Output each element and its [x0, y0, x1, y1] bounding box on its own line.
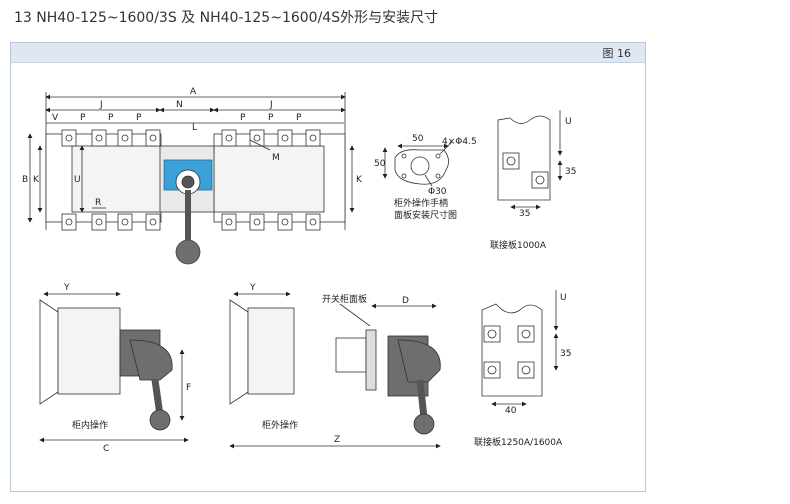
- dim-label-N: N: [176, 100, 183, 110]
- dim-label-P2: P: [108, 113, 114, 123]
- dim-label-U-1250: U: [560, 293, 567, 303]
- side-view-outer: [229, 291, 441, 449]
- busbar-1250-labels: U 35 40 联接板1250A/1600A: [474, 293, 571, 448]
- side-outer-caption: 柜外操作: [262, 419, 298, 431]
- dim-label-35-v-1000: 35: [565, 167, 576, 177]
- dim-label-40-1250: 40: [505, 406, 517, 416]
- handle-panel-labels: 50 50 4×Φ4.5 Φ30 柜外操作手柄 面板安装尺寸图: [374, 134, 477, 221]
- panel-label: 开关柜面板: [322, 293, 367, 305]
- busbar-1000-view: [497, 110, 563, 210]
- dim-label-K-left: K: [33, 175, 40, 185]
- handle-panel-caption-1: 柜外操作手柄: [394, 197, 448, 209]
- side-inner-caption: 柜内操作: [72, 419, 108, 431]
- busbar-1250-view: [481, 290, 559, 407]
- dim-label-J-left: J: [99, 100, 103, 110]
- dim-label-Z: Z: [334, 435, 340, 445]
- dim-label-L: L: [192, 123, 197, 133]
- dim-label-D: D: [402, 296, 409, 306]
- handle-knob: [175, 239, 201, 265]
- dim-label-K-right: K: [356, 175, 363, 185]
- dim-label-P6: P: [296, 113, 302, 123]
- dim-label-P4: P: [240, 113, 246, 123]
- dim-label-35-h-1000: 35: [519, 209, 530, 219]
- figure-label: 图 16: [602, 47, 632, 60]
- dim-label-50-h: 50: [412, 134, 424, 144]
- side-view-inner-labels: Y F C 柜内操作: [63, 283, 191, 454]
- dim-label-J-right: J: [269, 100, 273, 110]
- shaft-spec: Φ30: [428, 187, 447, 197]
- side-view-inner: [39, 291, 189, 443]
- dim-label-P1: P: [80, 113, 86, 123]
- busbar-1000-labels: U 35 35 联接板1000A: [490, 117, 576, 251]
- dim-label-M: M: [272, 153, 280, 163]
- dim-label-P3: P: [136, 113, 142, 123]
- dim-label-B: B: [22, 175, 28, 185]
- front-view-labels: A J N J V P P P P P P L M B K U K R: [22, 87, 363, 208]
- figure-header: 图 16: [11, 43, 645, 63]
- dim-label-Y-outer: Y: [249, 283, 256, 293]
- dim-label-C: C: [103, 444, 109, 454]
- busbar-1250-caption: 联接板1250A/1600A: [474, 436, 563, 448]
- dim-label-R: R: [95, 198, 101, 208]
- dim-label-V: V: [52, 113, 59, 123]
- dim-label-U: U: [74, 175, 81, 185]
- side-view-outer-labels: Y 开关柜面板 D Z 柜外操作: [249, 283, 409, 445]
- busbar-1000-caption: 联接板1000A: [490, 239, 547, 251]
- dim-label-A: A: [190, 87, 197, 97]
- page-title: 13 NH40-125~1600/3S 及 NH40-125~1600/4S外形…: [14, 10, 439, 26]
- front-view: [27, 92, 355, 265]
- dim-label-P5: P: [268, 113, 274, 123]
- dim-label-50-v: 50: [374, 159, 386, 169]
- handle-panel-view: [382, 141, 453, 187]
- dim-label-Y-inner: Y: [63, 283, 70, 293]
- dim-label-U-1000: U: [565, 117, 572, 127]
- handle-panel-caption-2: 面板安装尺寸图: [394, 209, 457, 221]
- hole-spec: 4×Φ4.5: [442, 137, 477, 147]
- dim-label-35-1250: 35: [560, 349, 571, 359]
- dim-label-F: F: [186, 383, 191, 393]
